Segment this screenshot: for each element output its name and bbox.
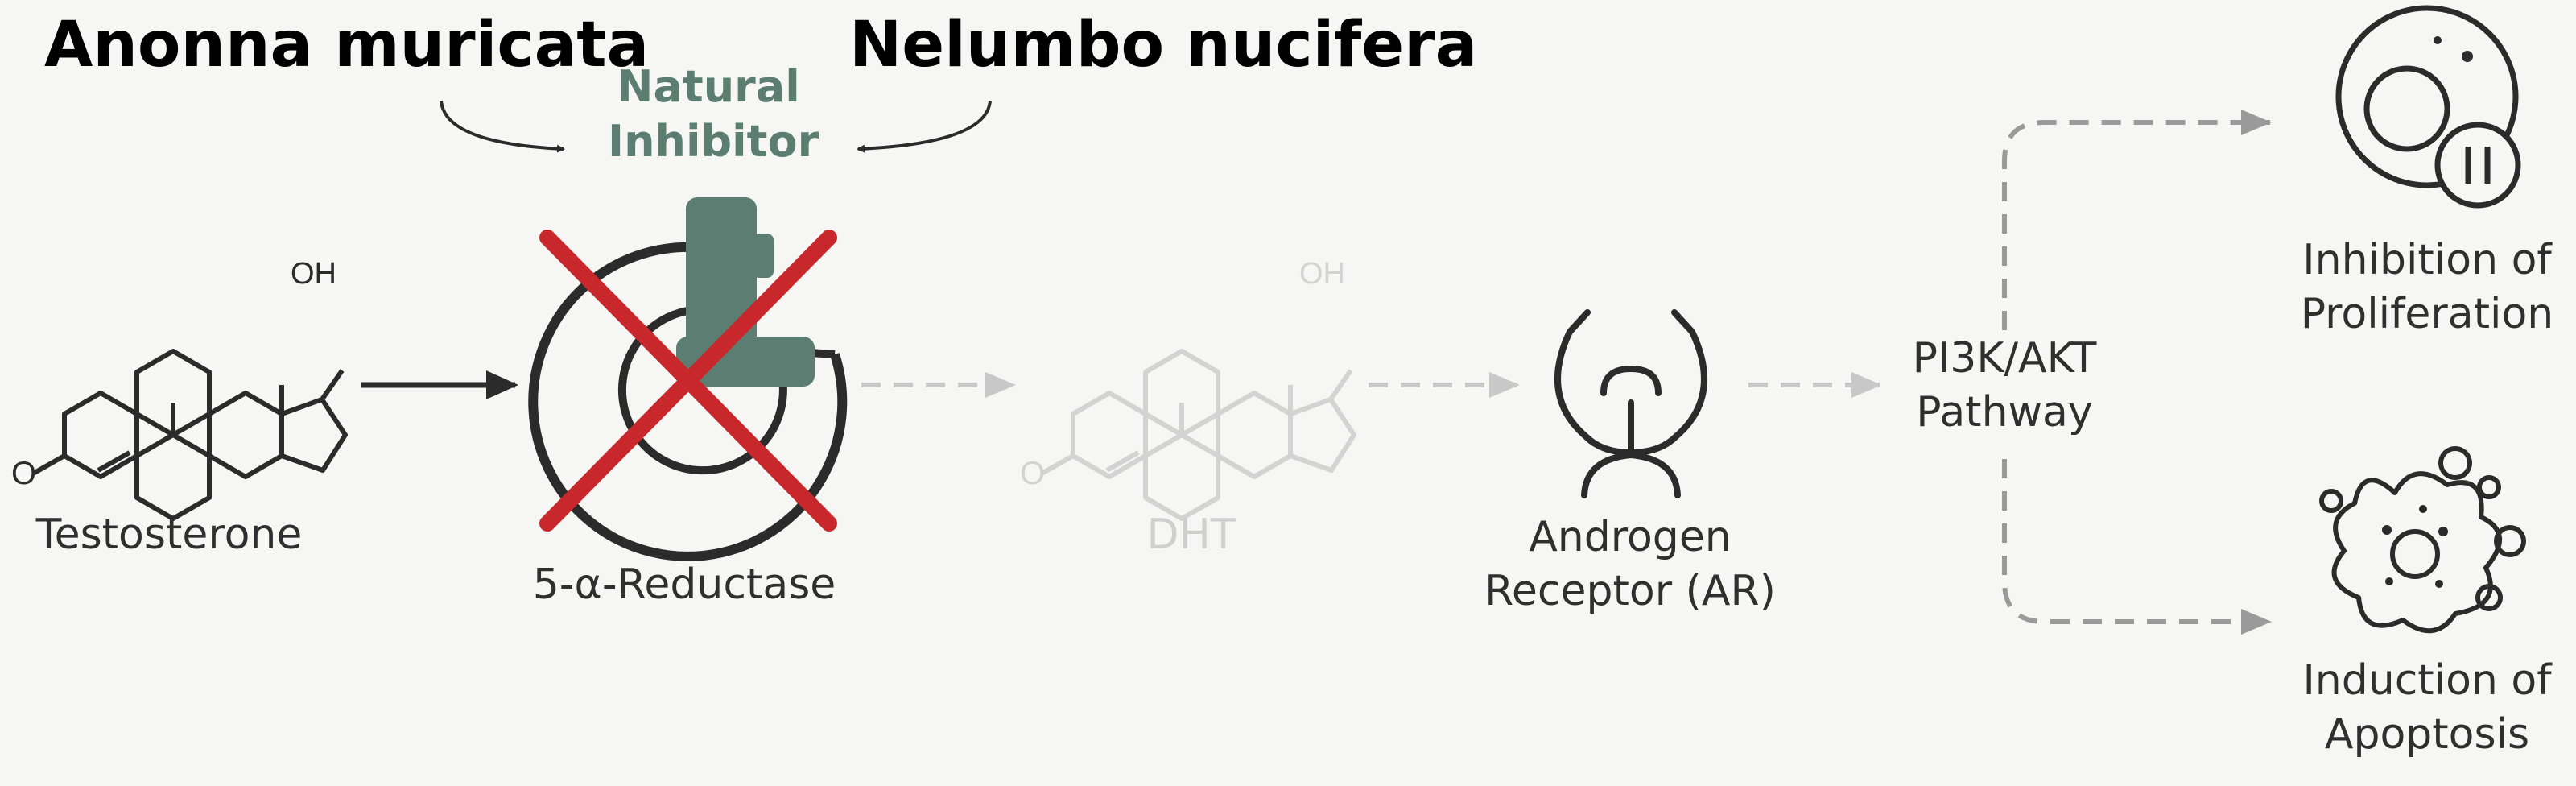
enzyme-label: 5-α-Reductase xyxy=(532,561,836,609)
source-nelumbo-nucifera: Nelumbo nucifera xyxy=(849,9,1478,81)
apoptosis-cell-icon xyxy=(2319,446,2526,634)
receptor-label: Androgen Receptor (AR) xyxy=(1441,511,1819,618)
apoptosis-label: Induction of Apoptosis xyxy=(2278,654,2576,761)
dht-structure xyxy=(1042,351,1354,519)
proliferation-label-line2: Proliferation xyxy=(2300,289,2554,338)
testosterone-o-label: O xyxy=(11,456,37,491)
receptor-label-line1: Androgen xyxy=(1529,513,1732,561)
block-x-icon xyxy=(539,230,837,532)
dht-o-label: O xyxy=(1020,456,1046,491)
cell-pause-icon xyxy=(2335,5,2521,209)
branch-up-arrow xyxy=(2002,110,2272,330)
dht-label: DHT xyxy=(1146,511,1236,559)
receptor-icon xyxy=(1554,309,1708,498)
inhibitor-label-line2: Inhibitor xyxy=(608,116,819,167)
natural-inhibitor-shape xyxy=(676,197,815,387)
testosterone-label: Testosterone xyxy=(35,511,303,559)
right-source-arrow xyxy=(857,100,992,153)
pathway-label-line1: PI3K/AKT xyxy=(1912,334,2097,383)
source-anonna-muricata: Anonna muricata xyxy=(44,9,650,81)
left-source-arrow xyxy=(440,100,565,153)
pathway-label: PI3K/AKT Pathway xyxy=(1880,332,2129,440)
receptor-label-line2: Receptor (AR) xyxy=(1484,566,1776,615)
testosterone-structure xyxy=(33,351,345,519)
apoptosis-label-line1: Induction of xyxy=(2302,656,2552,705)
pathway-label-line2: Pathway xyxy=(1916,387,2093,436)
proliferation-label-line1: Inhibition of xyxy=(2302,236,2552,284)
dht-oh-label: OH xyxy=(1299,257,1345,291)
branch-down-arrow xyxy=(2002,459,2272,635)
inhibitor-label-line1: Natural xyxy=(617,61,800,112)
testosterone-oh-label: OH xyxy=(291,257,336,291)
proliferation-label: Inhibition of Proliferation xyxy=(2278,234,2576,341)
apoptosis-label-line2: Apoptosis xyxy=(2324,709,2530,759)
